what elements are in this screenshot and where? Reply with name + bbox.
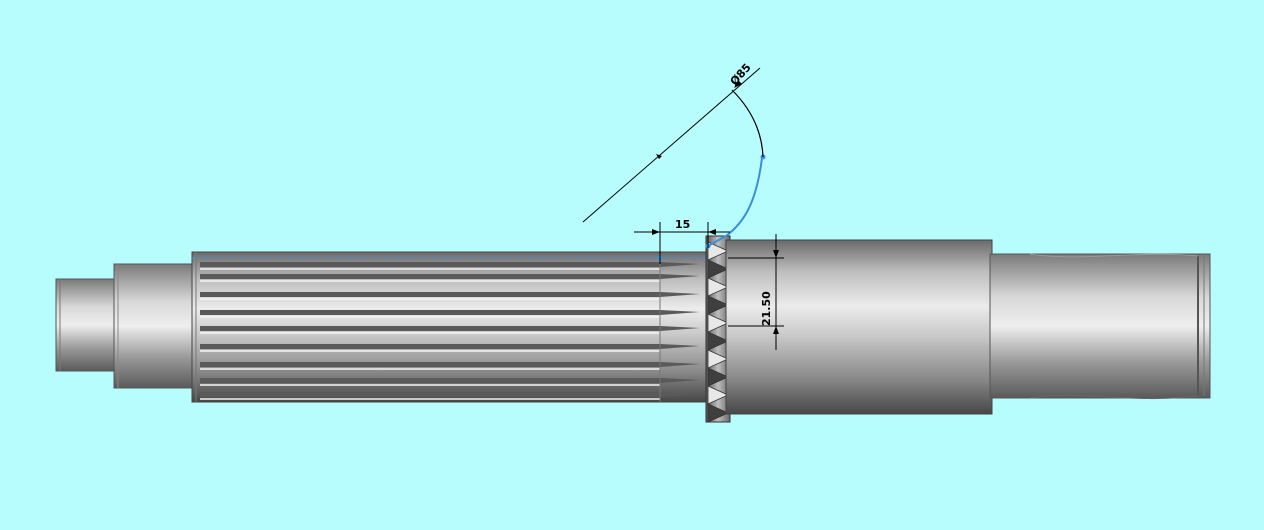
height-dimension[interactable]: 21.50 [728,234,784,350]
gear-tooth [707,295,729,315]
gear-tooth [707,313,729,333]
gear-tooth [707,385,729,405]
length-label[interactable]: 15 [675,218,690,231]
gear-tooth [707,349,729,369]
spline-groove [200,274,700,279]
gear-tooth [707,277,729,297]
gear-tooth [707,259,729,279]
shaft-main-body [725,239,993,415]
spline-section [191,251,709,403]
height-label[interactable]: 21.50 [760,291,773,326]
spline-groove [200,362,700,367]
shaft-right-end [989,253,1211,400]
spline-groove [200,344,700,349]
spline-groove [200,378,700,383]
shaft-shoulder [113,263,195,389]
gear-tooth [707,331,729,351]
spline-groove [200,262,700,267]
gear-tooth [707,403,729,423]
gear-teeth [707,241,729,423]
spline-grooves [195,252,700,402]
length-dimension[interactable]: 15 [634,218,730,264]
spline-groove [200,392,700,397]
spline-groove [200,310,700,315]
spline-groove [200,292,700,297]
spline-groove [200,326,700,331]
gear-tooth [707,241,729,261]
gear-tooth [707,367,729,387]
sketch-profile [192,154,766,261]
shaft-left-end [55,278,119,372]
svg-text:21.50: 21.50 [760,291,773,326]
